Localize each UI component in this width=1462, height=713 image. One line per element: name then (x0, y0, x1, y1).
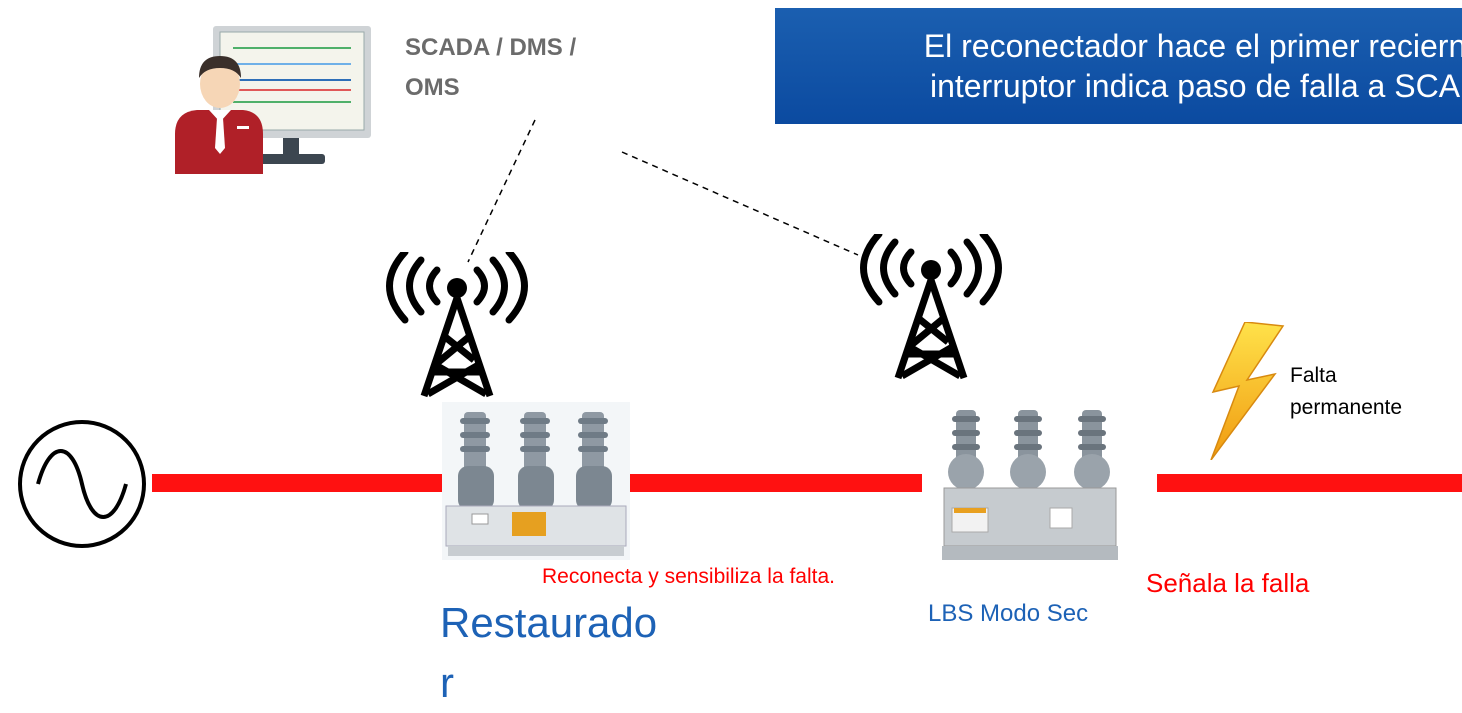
lbs-switch-device-icon (942, 410, 1118, 560)
radio-tower-icon (860, 234, 1002, 380)
scada-dms-oms-label: SCADA / DMS / OMS (405, 34, 577, 101)
recloser-device-icon (442, 402, 630, 560)
recloser-label: Restaurado r (440, 599, 658, 706)
feeder-line-segment-2 (630, 474, 922, 492)
feeder-line-segment-3 (1157, 474, 1462, 492)
feeder-line-segment-1 (152, 474, 442, 492)
status-banner: El reconectador hace el primer reciern i… (775, 8, 1462, 124)
communication-links (467, 119, 859, 263)
lightning-bolt-icon (1210, 322, 1285, 460)
link-scada-to-tower-1 (467, 119, 536, 263)
banner-text: El reconectador hace el primer reciern i… (923, 28, 1462, 104)
ac-source-icon (18, 420, 146, 548)
radio-tower-icon (386, 252, 528, 398)
fault-label: Falta permanente (1290, 364, 1403, 419)
recloser-note: Reconecta y sensibiliza la falta. (542, 565, 835, 588)
link-scada-to-tower-2 (621, 151, 859, 256)
operator-workstation-icon (175, 26, 371, 174)
lbs-label: LBS Modo Sec (928, 600, 1089, 627)
lbs-note: Señala la falla (1146, 568, 1310, 598)
